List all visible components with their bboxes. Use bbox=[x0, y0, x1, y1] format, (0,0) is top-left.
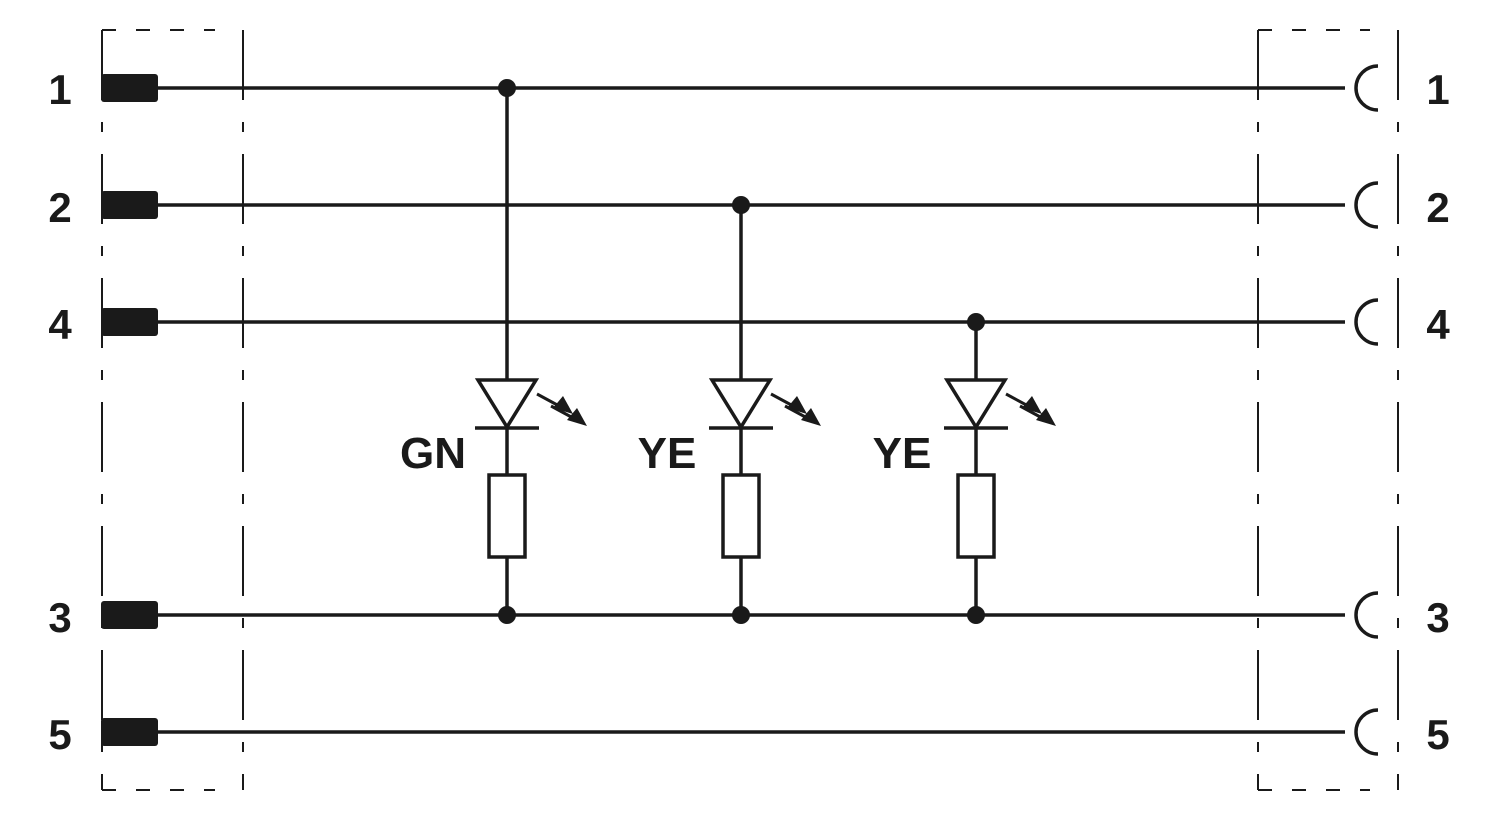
junction-dot bbox=[498, 79, 516, 97]
right-pin-label: 5 bbox=[1426, 711, 1449, 758]
left-pin-label: 2 bbox=[48, 184, 71, 231]
led-color-label: YE bbox=[638, 429, 697, 478]
male-pin-contact bbox=[101, 601, 158, 629]
male-pin-contact bbox=[101, 308, 158, 336]
left-pin-labels: 1 2 4 3 5 bbox=[48, 66, 72, 758]
junction-dot bbox=[967, 606, 985, 624]
right-pin-label: 4 bbox=[1426, 301, 1450, 348]
right-pin-labels: 1 2 4 3 5 bbox=[1426, 66, 1450, 758]
resistor-symbol bbox=[956, 473, 996, 559]
led-color-label: YE bbox=[873, 429, 932, 478]
left-pin-label: 1 bbox=[48, 66, 71, 113]
signal-wires bbox=[101, 64, 1379, 756]
light-emission-arrows bbox=[536, 392, 587, 426]
right-connector-housing bbox=[1257, 29, 1399, 791]
female-socket-contact bbox=[1354, 64, 1379, 112]
right-pin-label: 1 bbox=[1426, 66, 1449, 113]
female-socket-contact bbox=[1354, 708, 1379, 756]
female-socket-contact bbox=[1354, 181, 1379, 229]
led-diode-symbol bbox=[474, 378, 540, 431]
led-branch bbox=[708, 196, 821, 624]
led-branch bbox=[943, 313, 1056, 624]
female-socket-contact bbox=[1354, 298, 1379, 346]
led-branches bbox=[474, 79, 1056, 624]
light-emission-arrows bbox=[770, 392, 821, 426]
male-pin-contact bbox=[101, 718, 158, 746]
left-pin-label: 4 bbox=[48, 301, 72, 348]
left-pin-label: 5 bbox=[48, 711, 71, 758]
left-connector-housing bbox=[101, 29, 244, 791]
left-pin-label: 3 bbox=[48, 594, 71, 641]
light-emission-arrows bbox=[1005, 392, 1056, 426]
right-pin-label: 2 bbox=[1426, 184, 1449, 231]
led-labels: GN YE YE bbox=[400, 429, 931, 478]
led-branch bbox=[474, 79, 587, 624]
junction-dot bbox=[498, 606, 516, 624]
led-diode-symbol bbox=[943, 378, 1009, 431]
female-socket-contact bbox=[1354, 591, 1379, 639]
resistor-symbol bbox=[721, 473, 761, 559]
resistor-symbol bbox=[487, 473, 527, 559]
junction-dot bbox=[732, 196, 750, 214]
junction-dot bbox=[732, 606, 750, 624]
led-color-label: GN bbox=[400, 429, 466, 478]
male-pin-contact bbox=[101, 74, 158, 102]
led-diode-symbol bbox=[708, 378, 774, 431]
right-pin-label: 3 bbox=[1426, 594, 1449, 641]
male-pin-contact bbox=[101, 191, 158, 219]
junction-dot bbox=[967, 313, 985, 331]
